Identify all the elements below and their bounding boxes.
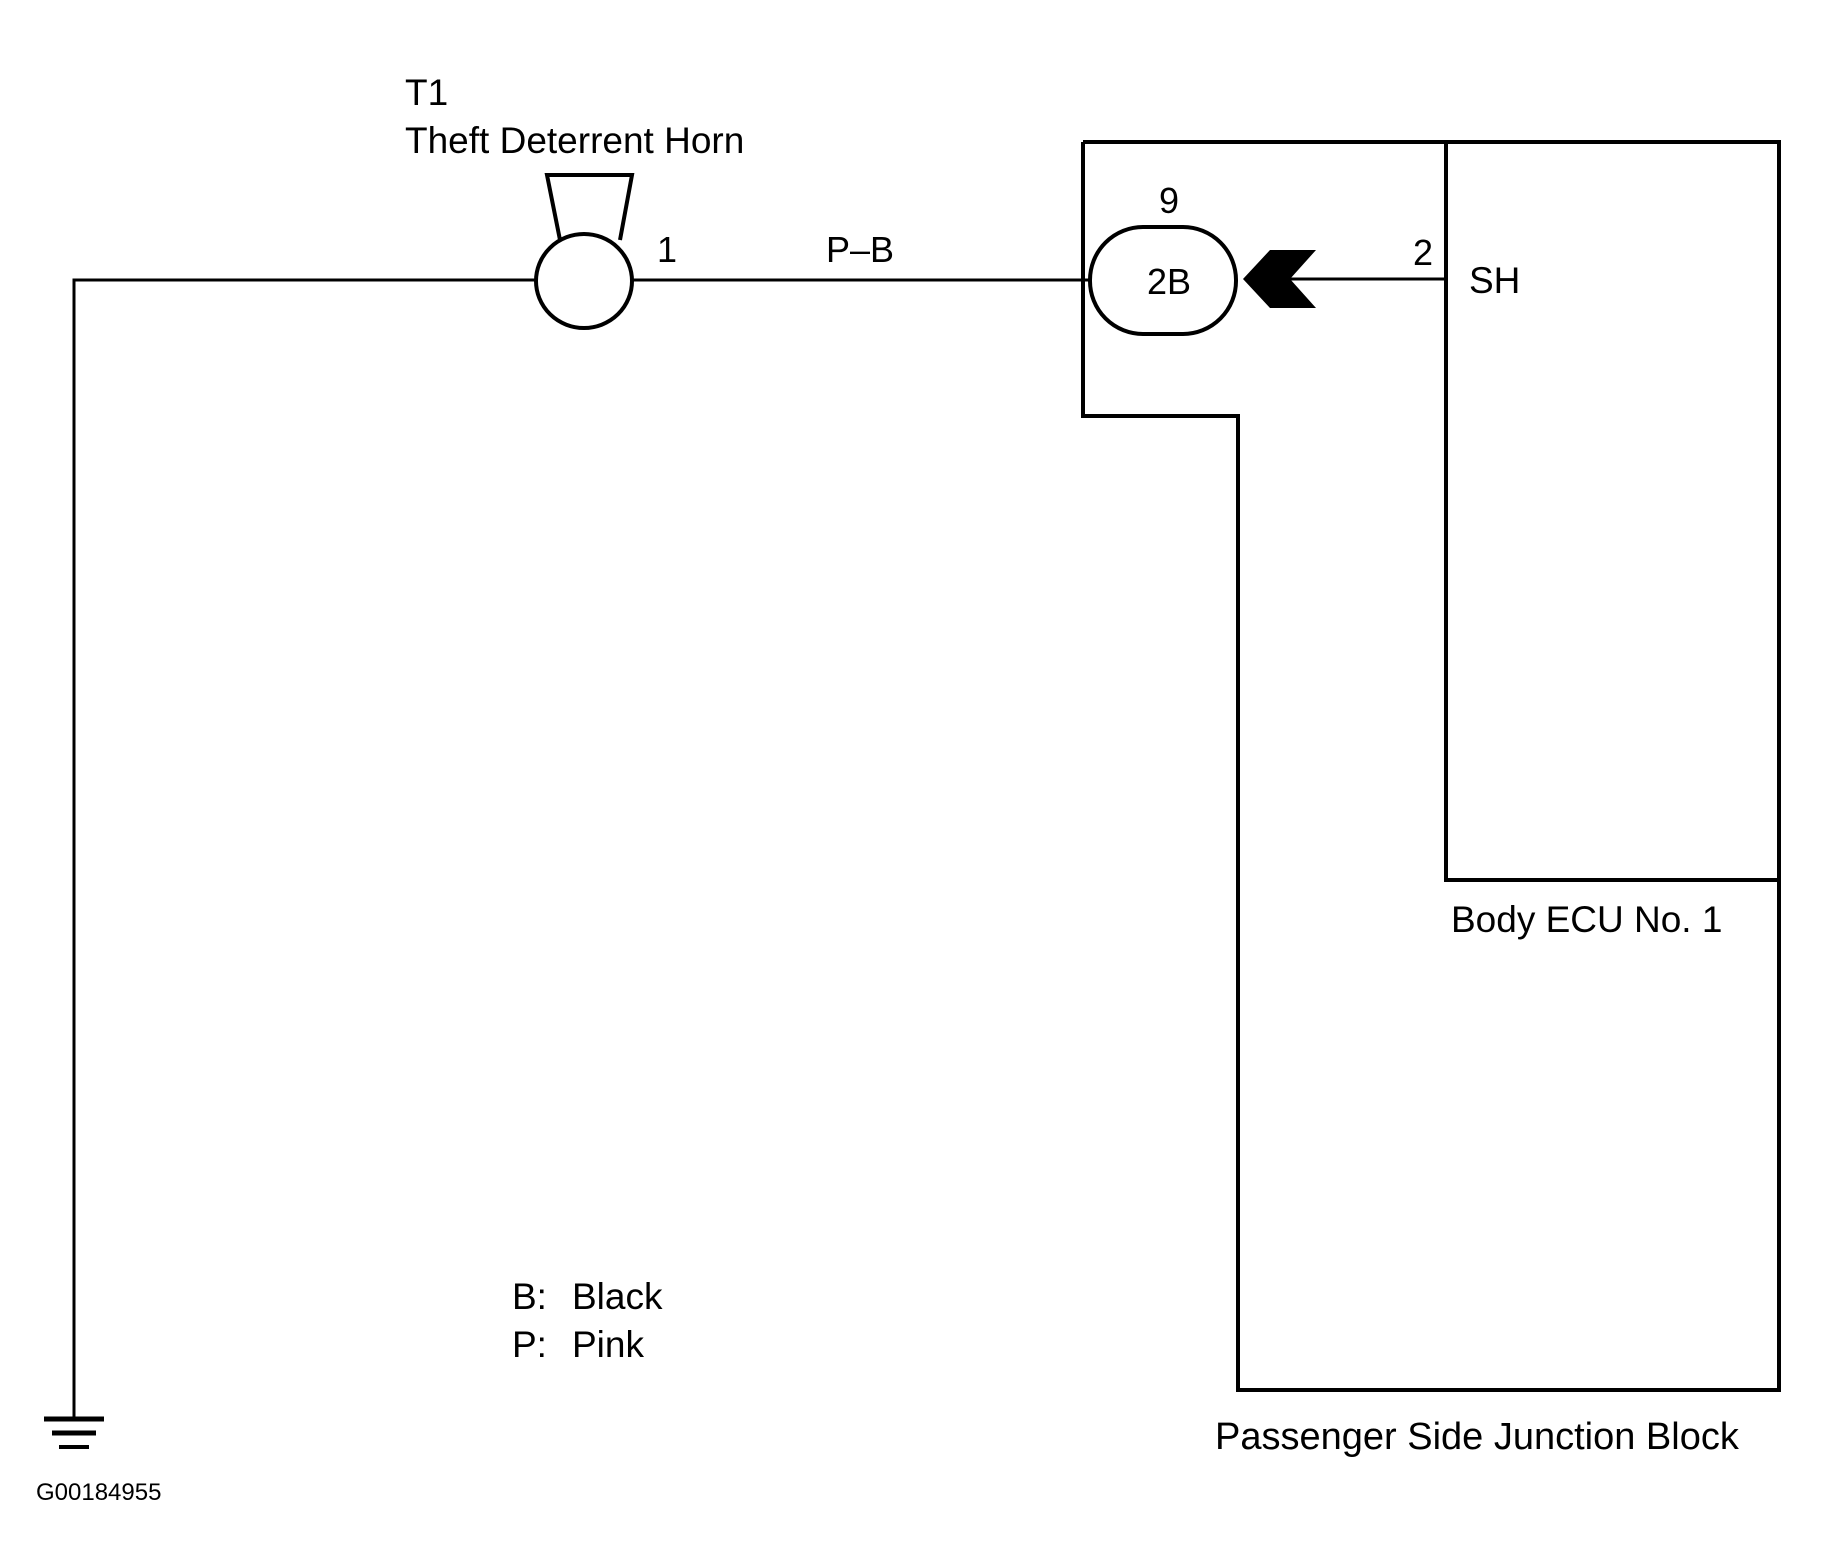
connector-id-label: 2B — [1147, 261, 1191, 302]
connector-pin-label: 9 — [1159, 180, 1179, 221]
wire-color-label: P–B — [826, 229, 894, 270]
legend-meaning-pink: Pink — [572, 1324, 644, 1365]
horn-code-label: T1 — [405, 72, 448, 113]
horn-icon — [534, 173, 635, 330]
body-ecu-label: Body ECU No. 1 — [1451, 899, 1722, 940]
junction-block-label: Passenger Side Junction Block — [1215, 1416, 1740, 1458]
horn-name-label: Theft Deterrent Horn — [405, 120, 744, 161]
connector-arrow-icon — [1243, 250, 1316, 308]
ground-wire — [72, 278, 535, 1419]
body-ecu-outline — [1444, 142, 1779, 882]
ecu-terminal-label: SH — [1469, 260, 1520, 301]
ecu-pin-label: 2 — [1413, 232, 1433, 273]
legend-code-black: B: — [512, 1276, 547, 1317]
connector-oval-icon — [1088, 225, 1238, 336]
legend-code-pink: P: — [512, 1324, 547, 1365]
junction-block-outline — [1081, 140, 1781, 1392]
ground-icon — [44, 1416, 104, 1449]
horn-pin-label: 1 — [657, 229, 677, 270]
figure-id-label: G00184955 — [36, 1479, 161, 1506]
legend-meaning-black: Black — [572, 1276, 663, 1317]
